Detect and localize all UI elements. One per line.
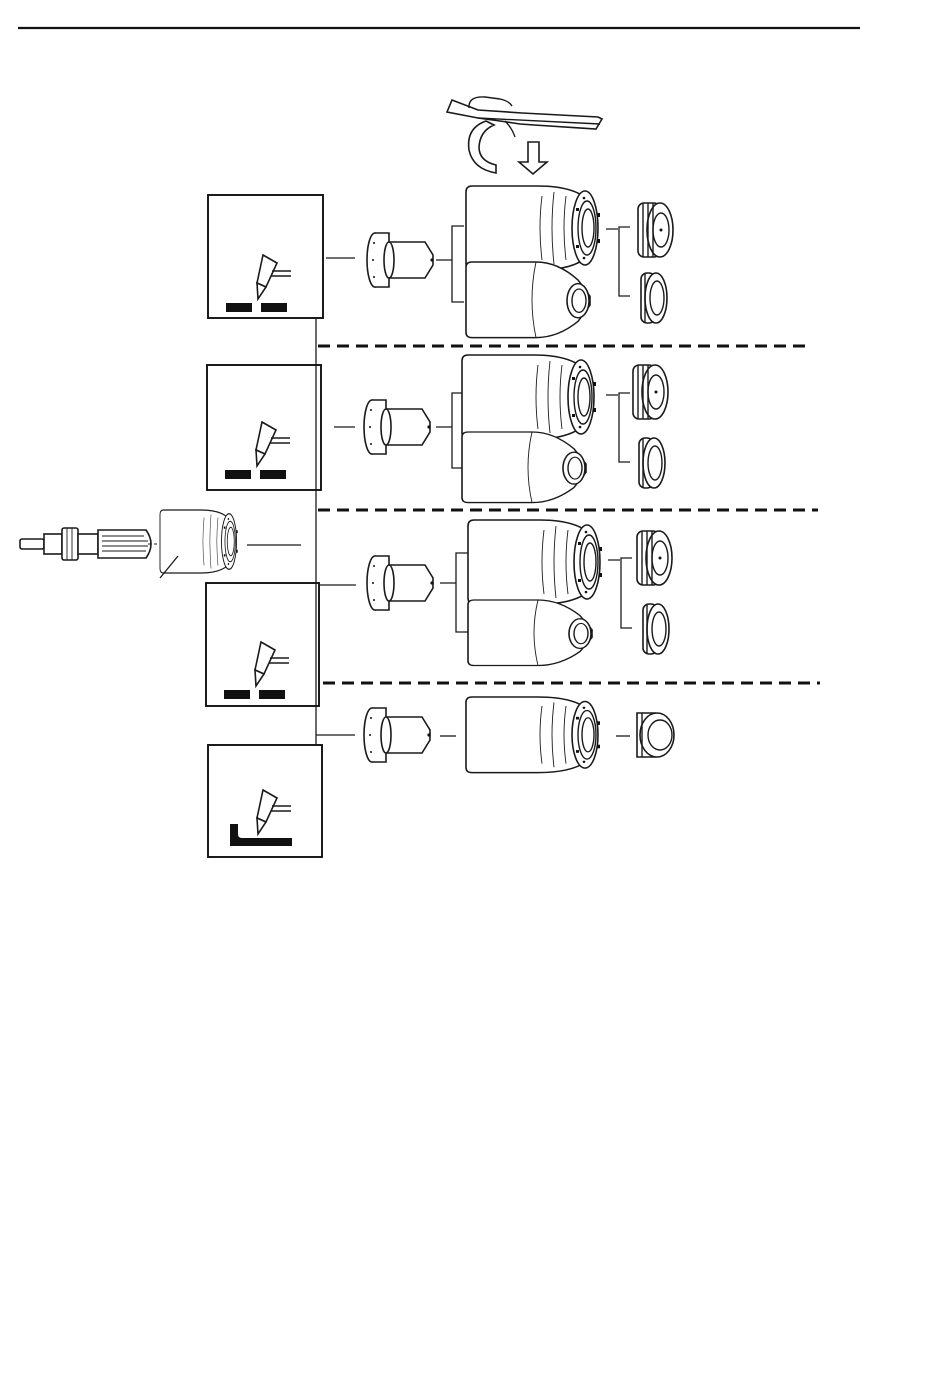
- swirl-ring-2b: [639, 438, 665, 488]
- shield-cap-3b: [468, 600, 592, 666]
- electrode-2: [364, 400, 431, 454]
- group-4: [316, 697, 674, 773]
- group-3: [318, 520, 672, 666]
- nozzle-2a: [633, 365, 668, 419]
- group-2: [334, 355, 668, 503]
- electrode-4: [364, 708, 431, 762]
- retaining-cup-2a: [462, 355, 596, 439]
- swirl-ring-1b: [641, 273, 667, 323]
- group-1: [326, 186, 673, 338]
- nozzle-1a: [638, 203, 673, 257]
- electrode-1: [367, 233, 434, 287]
- down-arrow-icon: [519, 142, 547, 174]
- shield-cap-1b: [466, 262, 590, 338]
- swirl-ring-3b: [643, 604, 669, 654]
- electrode-3: [367, 556, 434, 610]
- torch-handle-icon: [20, 528, 160, 560]
- retaining-cup-4: [466, 697, 600, 773]
- retaining-cup-3a: [468, 520, 602, 604]
- shield-cap-2b: [462, 432, 586, 503]
- nozzle-3a: [637, 531, 672, 585]
- nozzle-4: [637, 713, 674, 757]
- retaining-cup-1a: [466, 186, 600, 270]
